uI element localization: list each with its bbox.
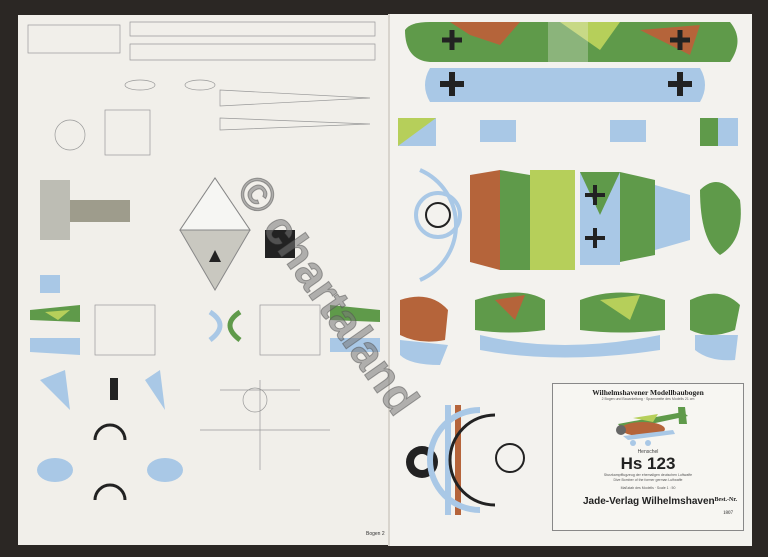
wing-halves [400, 292, 740, 365]
upper-wing [405, 22, 738, 62]
title-block: Wilhelmshavener Modellbaubogen 2 Bogen u… [552, 383, 744, 531]
order-label: Best.-Nr. [714, 497, 737, 503]
fuselage-parts [40, 180, 295, 293]
series-title: Wilhelmshavener Modellbaubogen [592, 388, 704, 397]
propeller-part [179, 177, 251, 291]
publisher: Jade-Verlag Wilhelmshaven [583, 496, 715, 507]
model-name: Hs 123 [620, 454, 676, 473]
scale-text: Maßstab des Modells · Scale 1 : 50 [620, 486, 676, 490]
description-german: Sturzkampfflugzeug der ehemaligen deutsc… [603, 473, 693, 477]
fuselage-segments [470, 170, 741, 270]
wheel-fairings [37, 370, 183, 501]
lower-wing [425, 68, 705, 102]
left-tail-parts [30, 305, 380, 355]
series-subtitle: 2 Bogen und Bauanleitung · Spannweite de… [601, 397, 695, 401]
order-number: 1807 [723, 511, 733, 516]
left-sheet [18, 15, 390, 545]
small-panels [398, 118, 738, 146]
cowling-rings [414, 168, 462, 282]
manufacturer: Henschel [637, 449, 659, 455]
page-label: Bogen 2 [366, 531, 385, 537]
aircraft-illustration [616, 407, 688, 446]
engine-and-struts [406, 405, 525, 515]
description-english: Dive Bomber of the former german Luftwaf… [613, 478, 683, 482]
left-parts [27, 21, 376, 470]
